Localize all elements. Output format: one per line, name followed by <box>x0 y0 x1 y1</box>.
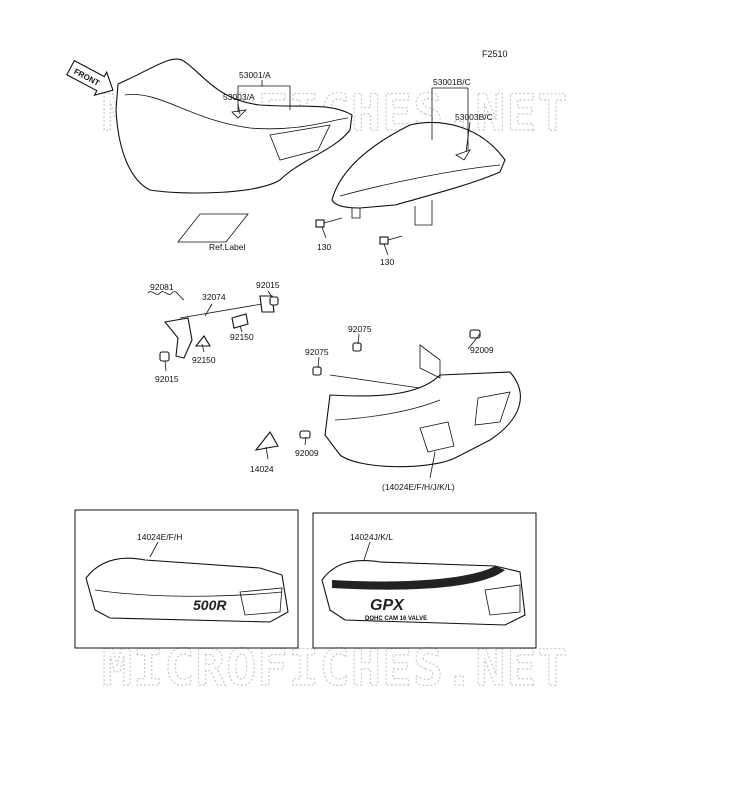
bolt-130-a <box>315 217 343 228</box>
label-53001bc: 53001B/C <box>433 77 471 87</box>
label-130-a: 130 <box>317 242 331 252</box>
rear-seat <box>331 122 506 226</box>
badge-gpx: GPX <box>370 597 405 614</box>
label-53003bc: 53003B/C <box>455 112 493 122</box>
label-92150-a: 92150 <box>230 332 254 342</box>
label-53001a: 53001/A <box>239 70 271 80</box>
label-92150-b: 92150 <box>192 355 216 365</box>
ref-label-shape <box>177 213 249 243</box>
label-92075-a: 92075 <box>348 324 372 334</box>
figure-code: F2510 <box>482 49 508 59</box>
label-14024-variants: (14024E/F/H/J/K/L) <box>382 482 455 492</box>
front-seat <box>115 58 353 194</box>
label-92009-b: 92009 <box>295 448 319 458</box>
inset-right-label: 14024J/K/L <box>350 532 393 542</box>
tail-cowl <box>254 329 521 468</box>
label-ref: Ref.Label <box>209 242 245 252</box>
label-53003a: 53003/A <box>223 92 255 102</box>
seat-lock-assembly <box>147 291 279 362</box>
inset-left-label: 14024E/F/H <box>137 532 182 542</box>
badge-dohc: DOHC CAM 16 VALVE <box>365 616 427 622</box>
label-130-b: 130 <box>380 257 394 267</box>
inset-right: 14024J/K/L GPX DOHC CAM 16 VALVE <box>312 512 537 649</box>
bolt-130-b <box>379 235 403 245</box>
badge-500r: 500R <box>193 597 227 613</box>
label-92009-a: 92009 <box>470 345 494 355</box>
label-92015-b: 92015 <box>155 374 179 384</box>
label-92075-b: 92075 <box>305 347 329 357</box>
inset-left: 14024E/F/H 500R <box>74 509 299 649</box>
label-14024: 14024 <box>250 464 274 474</box>
label-32074: 32074 <box>202 292 226 302</box>
label-92015-a: 92015 <box>256 280 280 290</box>
label-92081: 92081 <box>150 282 174 292</box>
leader-lines <box>164 80 481 479</box>
